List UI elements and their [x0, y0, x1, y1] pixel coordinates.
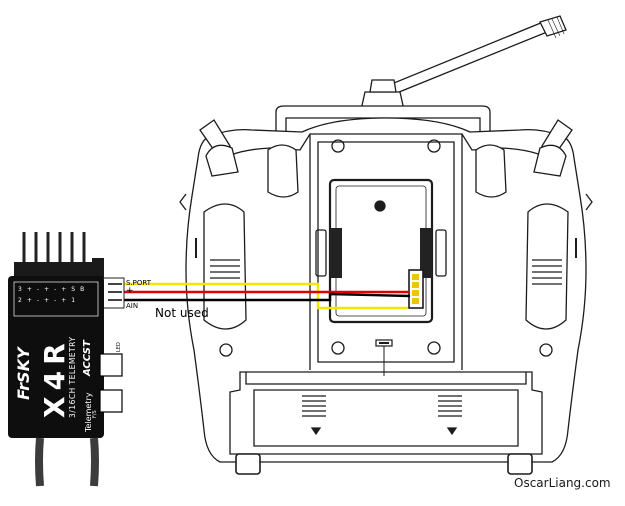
brand-logo: FrSKY: [14, 347, 33, 400]
led-label: LED: [116, 342, 122, 352]
credit-watermark: OscarLiang.com: [514, 476, 611, 490]
model-subtitle: 3/16CH TELEMETRY: [68, 336, 77, 418]
receiver: [8, 232, 125, 487]
fs-label: F/S: [92, 410, 98, 418]
model-name: X4R: [38, 337, 71, 418]
pin-label-plus: +: [126, 286, 134, 296]
header-row-top: 3+-+-+SB: [18, 286, 90, 293]
transmitter: [179, 15, 593, 475]
protocol-label: ACCST: [82, 340, 93, 376]
led-window: [99, 353, 123, 377]
fs-button: [99, 389, 123, 413]
sport-wire: [124, 282, 408, 310]
wiring: [124, 282, 411, 310]
not-used-annotation: Not used: [155, 306, 209, 320]
pin-label-sport: S.PORT: [126, 279, 152, 287]
pin-label-ain: AIN: [126, 302, 139, 310]
header-row-bottom: 2+-+-+1: [18, 297, 81, 304]
ground-wire: [124, 292, 411, 302]
receiver-body: [8, 276, 104, 438]
antenna: [371, 19, 553, 102]
